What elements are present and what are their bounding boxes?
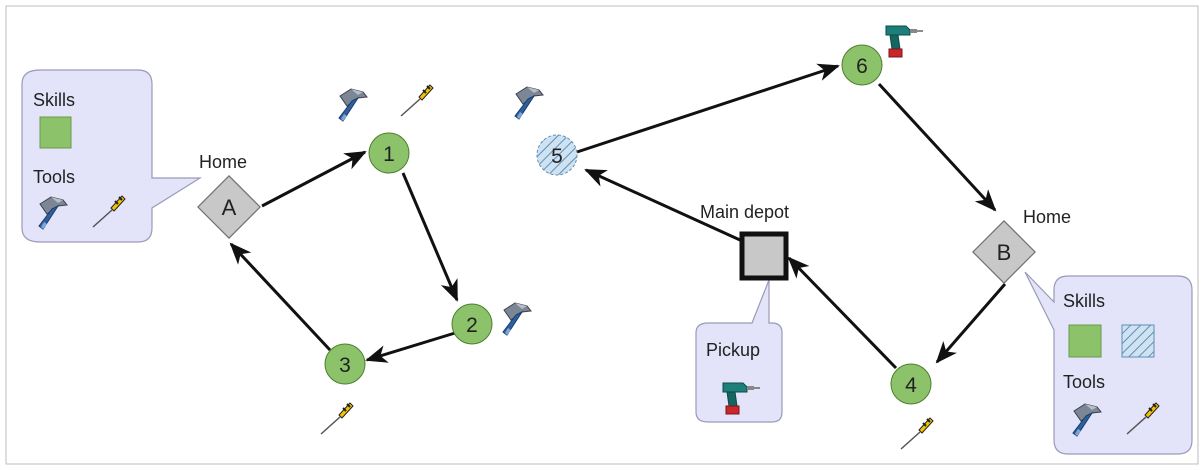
task-number: 3 xyxy=(339,354,351,377)
screwdriver-icon xyxy=(400,84,434,117)
home-a-label: Home xyxy=(199,152,247,172)
task-number: 4 xyxy=(905,374,917,397)
edge-2-3 xyxy=(365,331,456,363)
hammer-icon xyxy=(338,88,368,122)
frame xyxy=(5,5,1199,465)
bubble-b: Skills Tools xyxy=(1024,271,1193,455)
task-number: 1 xyxy=(383,143,395,166)
task-node-1: 1 xyxy=(338,84,434,174)
task-node-6: 6 xyxy=(841,25,924,86)
task-circle xyxy=(324,343,366,385)
task-number: 5 xyxy=(551,145,563,168)
depot-square xyxy=(739,231,789,281)
skill-solid-swatch xyxy=(1068,324,1102,358)
home-b-letter: B xyxy=(997,240,1012,265)
pickup-bubble: Pickup xyxy=(695,279,783,423)
route-a xyxy=(229,150,459,363)
edge-a-1 xyxy=(261,150,367,208)
skill-hatched-swatch xyxy=(1121,324,1155,358)
task-circle xyxy=(368,132,410,174)
skill-solid-swatch xyxy=(39,116,72,149)
task-number: 6 xyxy=(856,55,868,78)
home-a: Home A xyxy=(197,152,261,239)
task-circle-hatched xyxy=(536,134,578,176)
home-b-diamond xyxy=(972,220,1036,284)
screwdriver-icon xyxy=(320,402,354,435)
pickup-bubble-shape xyxy=(695,279,783,423)
route-b xyxy=(576,63,1007,370)
home-a-diamond xyxy=(197,175,261,239)
task-node-4: 4 xyxy=(890,363,934,450)
edge-1-2 xyxy=(401,172,459,302)
edge-b-4 xyxy=(935,283,1007,364)
task-node-2: 2 xyxy=(451,302,532,345)
pickup-label: Pickup xyxy=(706,340,760,360)
task-circle xyxy=(890,363,932,405)
task-node-3: 3 xyxy=(320,343,366,435)
task-circle xyxy=(841,44,883,86)
hammer-icon xyxy=(502,302,532,336)
edge-4-depot xyxy=(787,256,898,370)
bubble-b-skills-label: Skills xyxy=(1063,291,1105,311)
home-b: Home B xyxy=(972,207,1071,284)
task-circle xyxy=(451,303,493,345)
bubble-a-skills-label: Skills xyxy=(33,90,75,110)
depot-label: Main depot xyxy=(700,202,789,222)
edge-5-6 xyxy=(576,63,840,154)
home-a-letter: A xyxy=(222,195,237,220)
edge-3-a xyxy=(229,242,332,352)
screwdriver-icon xyxy=(900,417,934,450)
hammer-icon xyxy=(514,86,544,120)
bubble-a: Skills Tools xyxy=(21,69,203,243)
home-b-label: Home xyxy=(1023,207,1071,227)
task-number: 2 xyxy=(466,314,478,337)
bubble-b-shape xyxy=(1024,271,1193,455)
main-depot: Main depot xyxy=(700,202,789,281)
edge-6-b xyxy=(877,82,997,212)
bubble-a-tools-label: Tools xyxy=(33,167,75,187)
bubble-b-tools-label: Tools xyxy=(1063,372,1105,392)
drill-icon xyxy=(885,25,924,58)
bubble-a-shape xyxy=(21,69,203,243)
task-node-5: 5 xyxy=(514,86,578,176)
edge-depot-5 xyxy=(584,168,741,242)
